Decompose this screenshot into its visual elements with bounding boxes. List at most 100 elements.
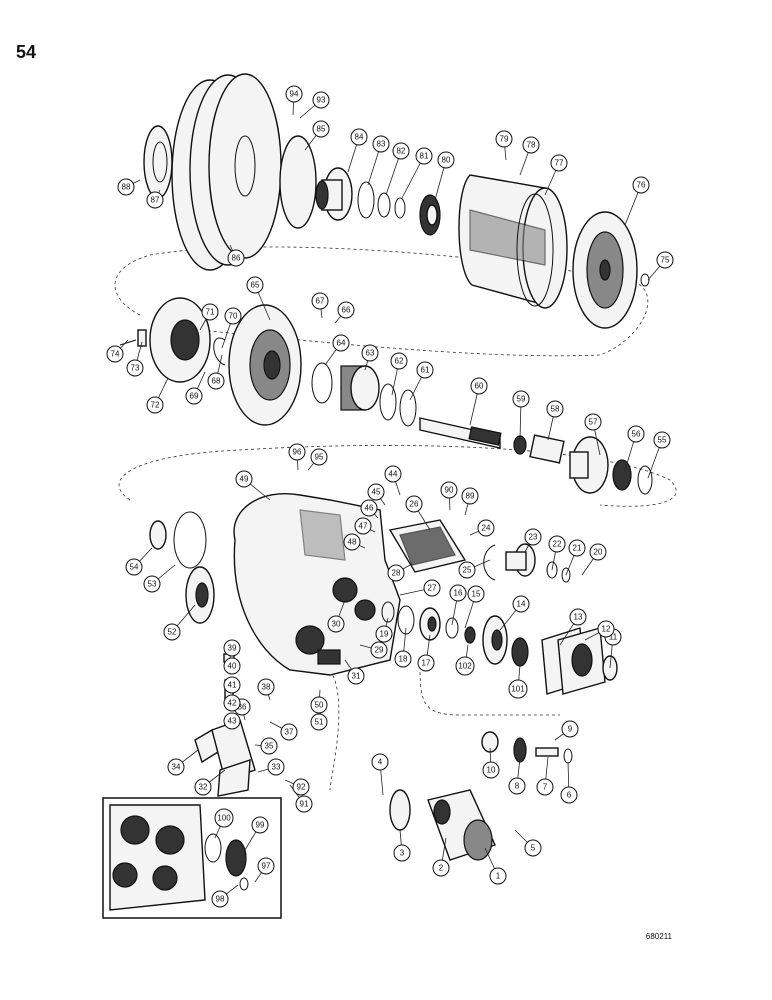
part-56-bearing xyxy=(612,459,632,491)
part-82-ring xyxy=(377,192,391,218)
callout-circle-8 xyxy=(508,777,526,795)
part-16-ring xyxy=(445,617,459,639)
callout-circle-76 xyxy=(632,176,650,194)
callout-circle-83 xyxy=(372,135,390,153)
callout-circle-15 xyxy=(467,585,485,603)
callout-53: 53 xyxy=(143,575,161,593)
callout-circle-9 xyxy=(561,720,579,738)
callout-71: 71 xyxy=(201,303,219,321)
callout-circle-10 xyxy=(482,761,500,779)
callout-circle-17 xyxy=(417,654,435,672)
callout-78: 78 xyxy=(522,136,540,154)
callout-49: 49 xyxy=(235,470,253,488)
callout-circle-79 xyxy=(495,130,513,148)
callout-circle-57 xyxy=(584,413,602,431)
callout-73: 73 xyxy=(126,359,144,377)
callout-circle-53 xyxy=(143,575,161,593)
callout-42: 42 xyxy=(223,694,241,712)
callout-label-15: 15 xyxy=(472,590,481,599)
callout-label-27: 27 xyxy=(428,584,437,593)
callout-circle-55 xyxy=(653,431,671,449)
callout-label-53: 53 xyxy=(148,580,157,589)
callout-label-20: 20 xyxy=(594,548,603,557)
callout-68: 68 xyxy=(207,372,225,390)
callout-label-31: 31 xyxy=(352,672,361,681)
callout-circle-61 xyxy=(416,361,434,379)
callout-10: 10 xyxy=(482,761,500,779)
callout-66: 66 xyxy=(337,301,355,319)
callout-circle-43 xyxy=(223,712,241,730)
part-78-converter-housing xyxy=(458,174,568,309)
part-26-cover-plate xyxy=(388,519,467,573)
callout-circle-101 xyxy=(508,679,528,699)
callout-84: 84 xyxy=(350,128,368,146)
callout-circle-32 xyxy=(194,778,212,796)
callout-label-68: 68 xyxy=(212,377,221,386)
callout-label-48: 48 xyxy=(348,538,357,547)
callout-label-17: 17 xyxy=(422,659,431,668)
part-76-turbine xyxy=(572,211,638,329)
callout-64: 64 xyxy=(332,334,350,352)
callout-83: 83 xyxy=(372,135,390,153)
callout-81: 81 xyxy=(415,147,433,165)
callout-23: 23 xyxy=(524,528,542,546)
part-17-bearing xyxy=(419,607,441,641)
callout-91: 91 xyxy=(295,795,313,813)
callout-43: 43 xyxy=(223,712,241,730)
group-outline-upper xyxy=(114,246,649,357)
part-22-washer xyxy=(546,561,558,579)
callout-circle-16 xyxy=(449,584,467,602)
callout-circle-21 xyxy=(568,539,586,557)
callout-circle-88 xyxy=(117,178,135,196)
callout-label-62: 62 xyxy=(395,357,404,366)
callout-circle-94 xyxy=(285,85,303,103)
callout-label-61: 61 xyxy=(421,366,430,375)
callout-circle-66 xyxy=(337,301,355,319)
callout-label-52: 52 xyxy=(168,628,177,637)
callout-label-49: 49 xyxy=(240,475,249,484)
callout-58: 58 xyxy=(546,400,564,418)
callout-44: 44 xyxy=(384,465,402,483)
callout-label-2: 2 xyxy=(439,864,444,873)
callout-circle-97 xyxy=(257,857,275,875)
callout-circle-6 xyxy=(560,786,578,804)
callout-39: 39 xyxy=(223,639,241,657)
drawing-code: 680211 xyxy=(645,932,672,941)
callout-label-54: 54 xyxy=(130,563,139,572)
callout-63: 63 xyxy=(361,344,379,362)
callout-label-23: 23 xyxy=(529,533,538,542)
callout-label-21: 21 xyxy=(573,544,582,553)
callout-19: 19 xyxy=(375,625,393,643)
callout-circle-49 xyxy=(235,470,253,488)
callout-60: 60 xyxy=(470,377,488,395)
callout-label-85: 85 xyxy=(317,125,326,134)
callout-label-32: 32 xyxy=(199,783,208,792)
callout-30: 30 xyxy=(327,615,345,633)
callout-15: 15 xyxy=(467,585,485,603)
callout-circle-62 xyxy=(390,352,408,370)
part-102-ring xyxy=(464,626,476,644)
callout-label-35: 35 xyxy=(265,742,274,751)
callout-label-97: 97 xyxy=(262,862,271,871)
callout-circle-31 xyxy=(347,667,365,685)
group-outline-middle xyxy=(118,445,677,507)
callout-70: 70 xyxy=(224,307,242,325)
callout-label-8: 8 xyxy=(515,782,520,791)
callout-circle-40 xyxy=(223,657,241,675)
callout-label-18: 18 xyxy=(399,655,408,664)
part-6-ring xyxy=(563,748,573,764)
callout-80: 80 xyxy=(437,151,455,169)
callout-label-74: 74 xyxy=(111,350,120,359)
inset-housing-detail xyxy=(109,804,206,911)
callout-label-22: 22 xyxy=(553,540,562,549)
callout-circle-22 xyxy=(548,535,566,553)
callout-17: 17 xyxy=(417,654,435,672)
part-21-washer xyxy=(561,567,571,583)
callout-circle-60 xyxy=(470,377,488,395)
callout-circle-35 xyxy=(260,737,278,755)
callout-circle-18 xyxy=(394,650,412,668)
callout-label-94: 94 xyxy=(290,90,299,99)
part-73-key xyxy=(137,329,147,347)
callout-circle-73 xyxy=(126,359,144,377)
